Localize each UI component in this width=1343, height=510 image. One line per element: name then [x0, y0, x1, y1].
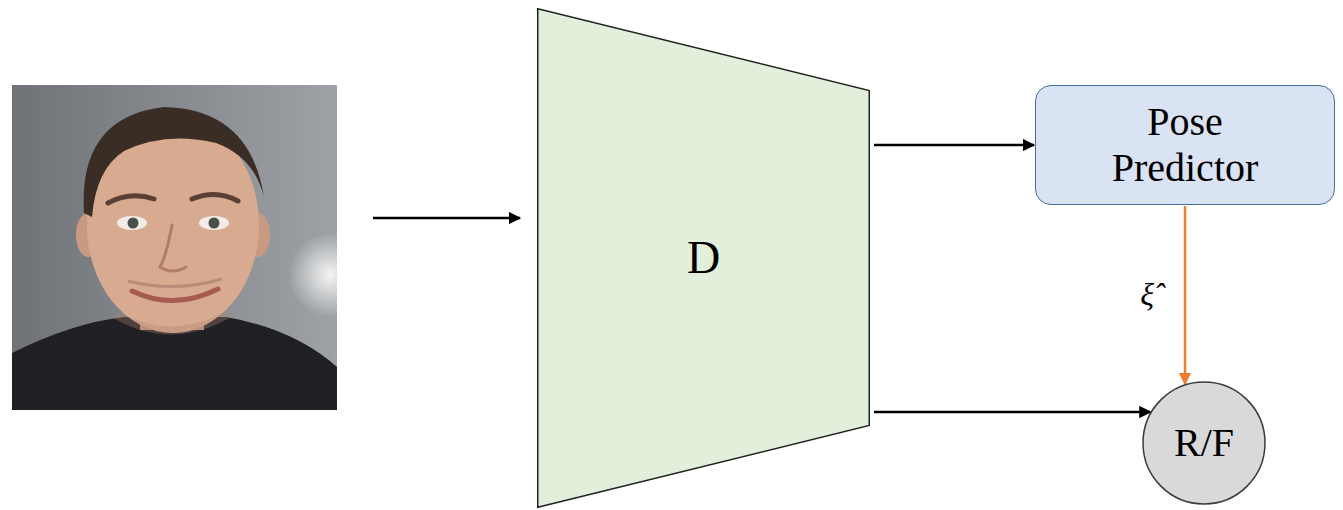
input-arrow	[373, 217, 520, 220]
output-circle: R/F	[1142, 381, 1266, 505]
node-label: R/F	[1174, 420, 1234, 466]
discriminator-trapezoid: D	[537, 8, 870, 508]
process-box: Pose Predictor	[1035, 85, 1335, 205]
node-label: Pose Predictor	[1075, 99, 1295, 191]
trapezoid-shape	[538, 9, 870, 508]
pose-arrow	[1184, 206, 1187, 384]
flow-arrow	[874, 411, 1150, 414]
node-label: D	[687, 232, 720, 285]
edge-label: ξ̂	[1138, 277, 1156, 312]
circle-shape	[1143, 382, 1265, 504]
flow-arrow	[874, 144, 1034, 147]
